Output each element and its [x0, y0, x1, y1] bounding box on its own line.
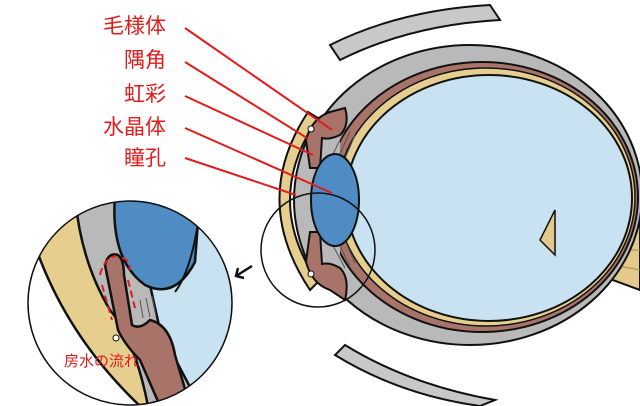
inset-magnified-view	[28, 201, 232, 405]
label-pupil: 瞳孔	[124, 146, 166, 170]
upper-eyelid	[328, 3, 502, 62]
magnify-region-circle	[260, 192, 376, 308]
label-angle: 隅角	[124, 48, 166, 72]
iris-lower	[304, 231, 348, 302]
leader-lines	[184, 27, 333, 196]
aqueous-flow-caption: 房水の流れ	[64, 352, 140, 370]
vitreous-body	[345, 74, 633, 322]
label-ciliary-body: 毛様体	[103, 14, 166, 38]
arrow-icon	[234, 264, 253, 280]
inset-lens	[113, 201, 202, 291]
label-lens: 水晶体	[103, 115, 166, 139]
label-iris: 虹彩	[124, 82, 166, 106]
inset-iris-ciliary	[103, 253, 192, 405]
lower-eyelid	[333, 343, 499, 406]
lens	[310, 153, 360, 247]
aqueous-flow-arrows	[99, 255, 137, 321]
iris-upper	[304, 106, 348, 169]
